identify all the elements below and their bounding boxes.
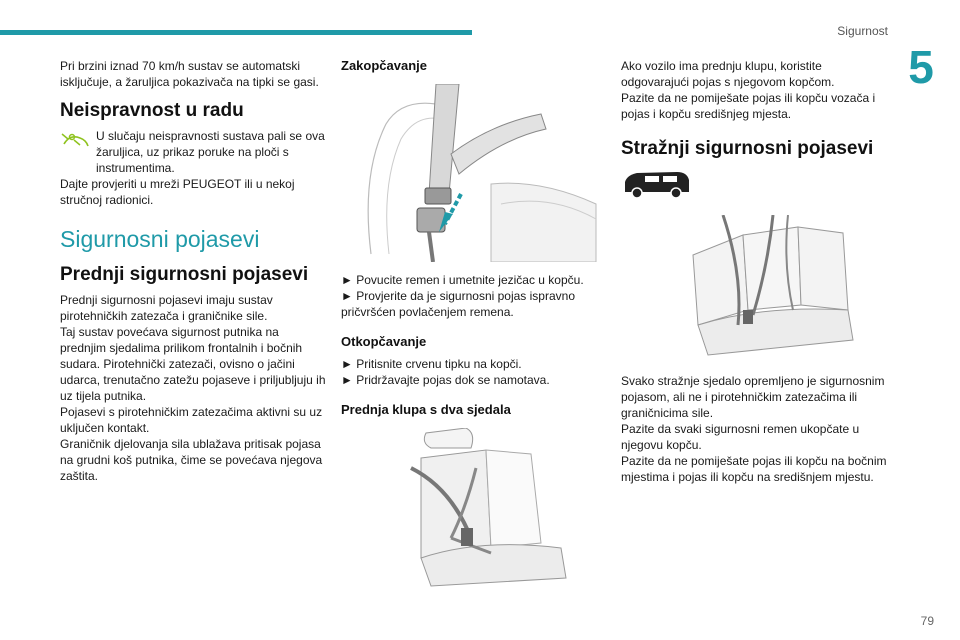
lock-step-2: ► Provjerite da je sigurnosni pojas ispr…: [341, 289, 575, 319]
malfunction-text-2: Dajte provjeriti u mreži PEUGEOT ili u n…: [60, 177, 295, 207]
front-text-4: Graničnik djelovanja sila ublažava priti…: [60, 437, 323, 483]
column-middle: Zakopčavanje ► Povucite remen i umetnite…: [341, 58, 606, 588]
intro-paragraph: Pri brzini iznad 70 km/h sustav se autom…: [60, 59, 319, 89]
rear-seats-illustration: [692, 215, 854, 356]
rear-text-2: Pazite da svaki sigurnosni remen ukopčat…: [621, 422, 860, 452]
section-heading: Sigurnosni pojasevi: [60, 226, 260, 252]
chapter-number: 5: [908, 41, 934, 93]
front-text-1: Prednji sigurnosni pojasevi imaju sustav…: [60, 293, 273, 323]
malfunction-block: U slučaju neispravnosti sustava pali se …: [60, 128, 328, 176]
malfunction-text: U slučaju neispravnosti sustava pali se …: [96, 129, 325, 175]
heading-front-belts: Prednji sigurnosni pojasevi: [60, 264, 309, 285]
bench-text-1: Ako vozilo ima prednju klupu, koristite …: [621, 59, 835, 89]
bench-seat-illustration: [410, 428, 567, 587]
column-left: Pri brzini iznad 70 km/h sustav se autom…: [60, 58, 328, 484]
column-right: Ako vozilo ima prednju klupu, koristite …: [621, 58, 887, 485]
heading-lock: Zakopčavanje: [341, 58, 427, 73]
rear-text-1: Svako stražnje sjedalo opremljeno je sig…: [621, 374, 885, 420]
unlock-step-1: ► Pritisnite crvenu tipku na kopči.: [341, 357, 522, 371]
heading-malfunction: Neispravnost u radu: [60, 100, 244, 121]
heading-rear-belts: Stražnji sigurnosni pojasevi: [621, 138, 874, 159]
header-accent-bar: [0, 30, 472, 35]
buckling-illustration: [367, 84, 597, 262]
bench-text-2: Pazite da ne pomiješate pojas ili kopču …: [621, 91, 876, 121]
rear-text-3: Pazite da ne pomiješate pojas ili kopču …: [621, 454, 887, 484]
van-icon: [621, 170, 887, 205]
heading-bench: Prednja klupa s dva sjedala: [341, 402, 511, 417]
unlock-step-2: ► Pridržavajte pojas dok se namotava.: [341, 373, 550, 387]
warning-lamp-icon: [60, 130, 92, 154]
front-text-2: Taj sustav povećava sigurnost putnika na…: [60, 325, 326, 403]
front-text-3: Pojasevi s pirotehničkim zatezačima akti…: [60, 405, 323, 435]
heading-unlock: Otkopčavanje: [341, 334, 427, 349]
section-title: Sigurnost: [837, 24, 888, 38]
lock-step-1: ► Povucite remen i umetnite jezičac u ko…: [341, 273, 584, 287]
page-number: 79: [920, 614, 934, 628]
